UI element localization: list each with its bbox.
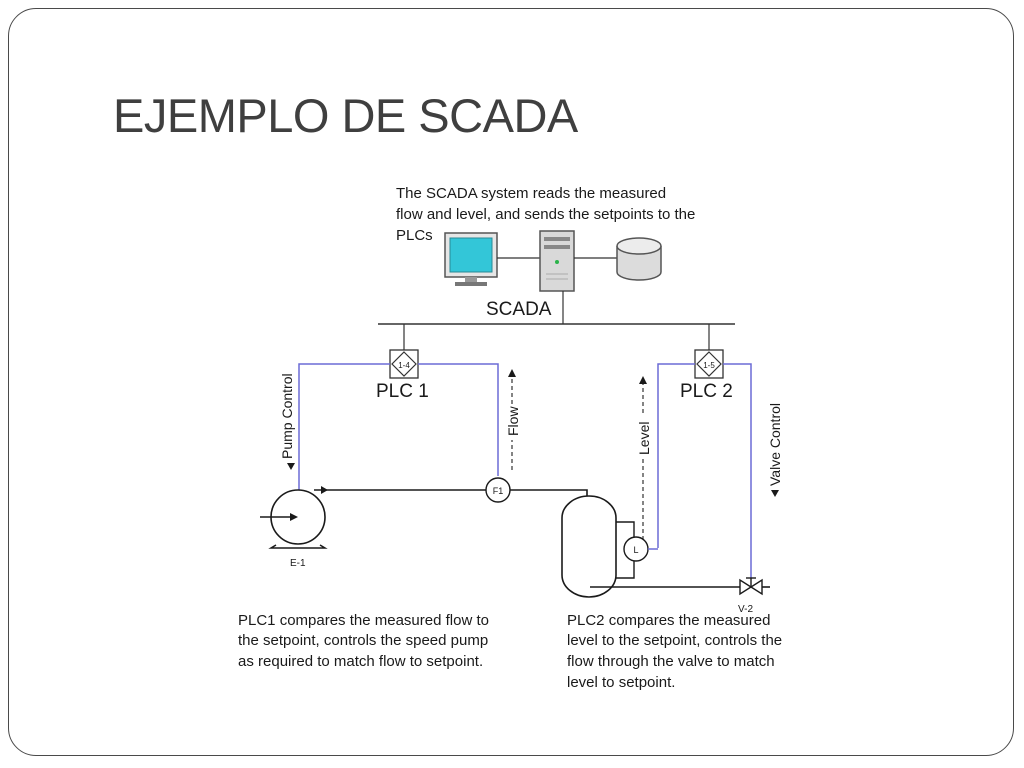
server-icon [539,230,575,292]
plc2-note-line-3: flow through the valve to match [567,653,775,670]
valve-symbol [739,577,763,596]
plc1-tag: 1-4 [398,361,410,370]
valve-tag: V-2 [738,604,753,615]
monitor-screen [449,237,493,273]
plc1-note-line-3: as required to match flow to setpoint. [238,653,483,670]
plc2-valve-signal-line [723,363,752,578]
plc1-pump-signal-line [298,363,390,490]
plc1-label: PLC 1 [376,381,429,402]
database-icon [616,237,662,281]
valve-control-label: Valve Control [767,403,783,486]
scada-note-line-1: The SCADA system reads the measured [396,185,666,202]
scada-note-line-2: flow and level, and sends the setpoints … [396,206,695,223]
plc1-symbol: 1-4 [389,349,419,379]
plc2-label: PLC 2 [680,381,733,402]
monitor-icon [444,232,498,286]
pump-tag: E-1 [290,558,306,569]
scada-label: SCADA [486,299,552,320]
plc2-level-signal-line [657,363,695,548]
level-sensor-symbol: L [623,536,658,562]
flow-label: Flow [505,406,521,436]
flow-sensor-tag: F1 [493,486,504,496]
plc1-note-line-1: PLC1 compares the measured flow to [238,612,489,629]
main-pipe [314,489,588,496]
scada-note-line-3: PLCs [396,227,433,244]
plc1-flow-signal-line [418,363,499,476]
pump-symbol [260,489,328,549]
tank-symbol [561,495,635,598]
flow-sensor-symbol: F1 [485,477,511,503]
slide-frame [8,8,1014,756]
level-label: Level [636,422,652,455]
pump-control-label: Pump Control [279,373,295,459]
plc2-note-line-1: PLC2 compares the measured [567,612,770,629]
level-sensor-tag: L [633,545,638,555]
plc2-note-line-2: level to the setpoint, controls the [567,632,782,649]
plc1-note-line-2: the setpoint, controls the speed pump [238,632,488,649]
plc2-symbol: 1-5 [694,349,724,379]
plc2-tag: 1-5 [703,361,715,370]
plc2-note-line-4: level to setpoint. [567,674,675,691]
slide-title: EJEMPLO DE SCADA [113,89,578,142]
